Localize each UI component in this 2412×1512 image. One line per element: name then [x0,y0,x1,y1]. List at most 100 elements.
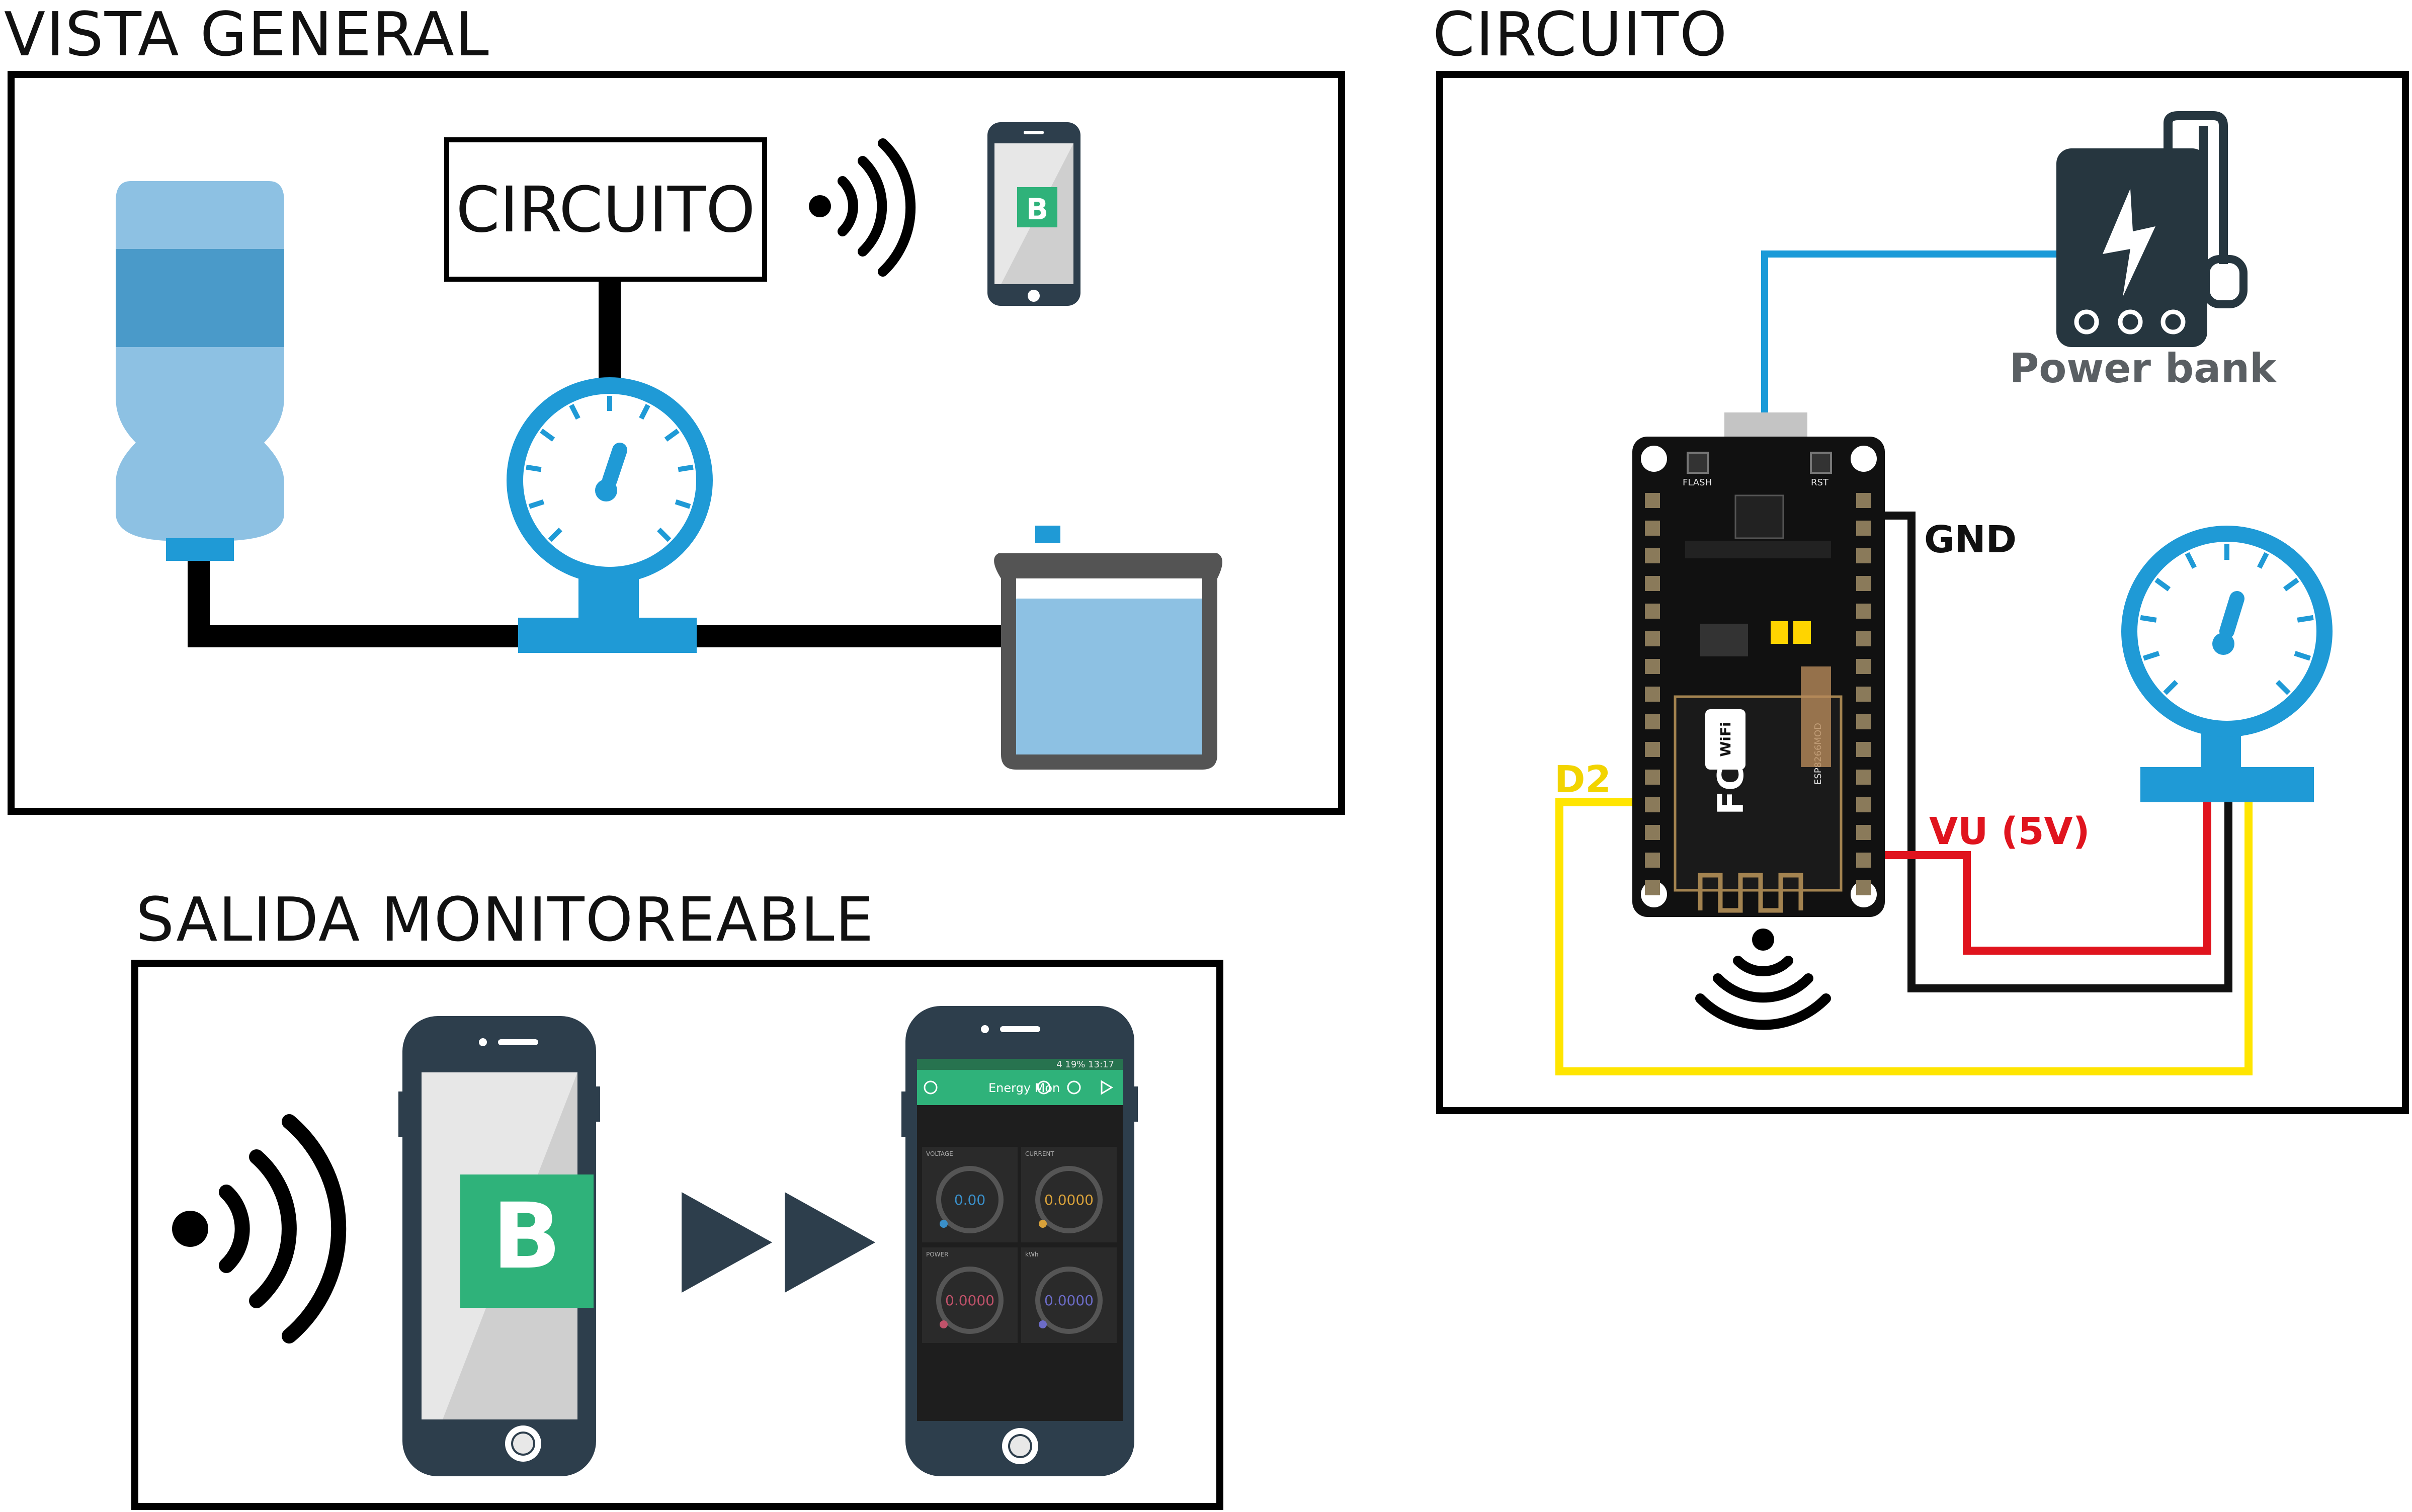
board-fc-label: FC [1710,765,1752,815]
nodemcu-board: FLASH RST WiFi FC ESP8266MOD [1632,412,1885,917]
header-pin [1856,631,1871,646]
gauge-tick [664,429,680,442]
gauge-tick [657,528,672,542]
header-pin [1645,659,1660,674]
gauge-tick [2294,651,2311,661]
gauge-tick [2163,680,2179,695]
gauge-widget-value: 0.0000 [1044,1292,1094,1309]
d2-label: D2 [1554,758,1611,801]
header-pin [1645,576,1660,591]
gauge-tick [2140,615,2157,623]
gauge-widget-value: 0.0000 [945,1292,994,1309]
header-pin [1645,880,1660,895]
header-pin [1645,853,1660,868]
output-phone-dashboard: 4 19% 13:17 Energy Mon VOLTAGE0.00CURREN… [901,1006,1138,1476]
wifi-signal-icon [809,138,916,277]
gauge-widget-label: VOLTAGE [926,1150,953,1157]
output-panel: B 4 19% 13:17 Energy Mon VOLTAG [131,960,1223,1510]
gauge-widget-value: 0.0000 [1044,1192,1094,1208]
board-rst-label: RST [1811,477,1829,488]
dashboard-gauge-widget[interactable]: POWER 0.0000 [922,1247,1018,1343]
output-frame [131,960,1223,1510]
vu-label: VU (5V) [1929,810,2090,853]
small-phone-app-letter: B [1026,192,1048,226]
gauge-widget-dot [940,1220,948,1228]
overview-circuit-box [444,137,767,282]
gauge-tick [678,464,694,472]
header-pin [1645,548,1660,563]
forward-arrows-icon [682,1192,875,1293]
header-pin [1645,631,1660,646]
gauge-widget-dot [940,1320,948,1328]
overview-circuit-label: CIRCUITO [456,174,755,246]
header-pin [1645,604,1660,619]
gnd-label: GND [1924,518,2017,561]
gauge-widget-label: POWER [926,1251,948,1258]
gauge-tick [2283,577,2299,592]
overview-frame [8,71,1345,815]
dashboard-gauge-widget[interactable]: kWh 0.0000 [1021,1247,1117,1343]
gauge-widget-label: CURRENT [1025,1150,1054,1157]
power-bank-label: Power bank [2010,345,2277,392]
circuit-panel: GND D2 VU (5V) FLASH RST WiFi [1436,71,2409,1114]
gauge-tick [2257,552,2269,569]
circuit-title: CIRCUITO [1433,0,1728,70]
board-wifi-signal-icon [1695,929,1831,1030]
overview-title: VISTA GENERAL [4,0,490,70]
header-pin [1856,521,1871,536]
header-pin [1856,825,1871,840]
wifi-logo-icon: WiFi [1705,709,1745,770]
gauge-tick [639,404,650,420]
usb-power-wire [1761,250,2057,423]
vu-wire [1871,795,2211,955]
gauge-tick [2154,577,2171,592]
gauge-tick [2185,552,2197,569]
overview-tubing [188,558,1001,647]
gauge-widget-dot [1039,1320,1047,1328]
pcb-antenna [1698,873,1803,913]
header-pin [1856,659,1871,674]
gauge-tick [548,528,562,542]
board-flash-label: FLASH [1683,477,1712,488]
gauge-tick [569,404,580,420]
gauge-widget-ring [1035,1267,1103,1334]
output-title: SALIDA MONITOREABLE [136,885,874,955]
gauge-tick [540,429,555,442]
header-pin [1856,604,1871,619]
gauge-tick [2297,615,2314,623]
header-pin [1645,687,1660,702]
overview-panel: CIRCUITO B [8,71,1345,815]
gauge-tick [2275,680,2291,695]
gauge-widget-ring [936,1267,1004,1334]
small-phone-icon: B [987,122,1080,306]
gauge-widget-ring [1035,1166,1103,1233]
header-pin [1856,576,1871,591]
d2-wire [1555,795,2253,1075]
gauge-widget-label: kWh [1025,1251,1038,1258]
dashboard-gauge-widget[interactable]: CURRENT 0.0000 [1021,1147,1117,1242]
gauge-tick [2142,651,2160,661]
output-wifi-signal-icon [172,1114,347,1343]
power-bank-icon [2056,111,2248,347]
header-pin [1856,493,1871,508]
water-tank-icon [994,526,1222,770]
header-pin [1856,687,1871,702]
output-phone-app-icon: B [398,1016,600,1476]
header-pin [1856,853,1871,868]
header-pin [1856,770,1871,785]
header-pin [1645,521,1660,536]
header-pin [1856,797,1871,812]
gauge-tick [528,499,545,509]
header-pin [1856,714,1871,729]
header-pin [1645,770,1660,785]
header-pin [1645,493,1660,508]
gauge-widget-dot [1039,1220,1047,1228]
circuit-pressure-gauge-icon [2121,526,2333,802]
header-pin [1645,797,1660,812]
header-pin [1645,825,1660,840]
output-app-letter: B [492,1184,561,1289]
overview-pressure-gauge-icon [507,377,713,653]
gauge-tick [675,499,691,509]
circuit-frame [1436,71,2409,1114]
